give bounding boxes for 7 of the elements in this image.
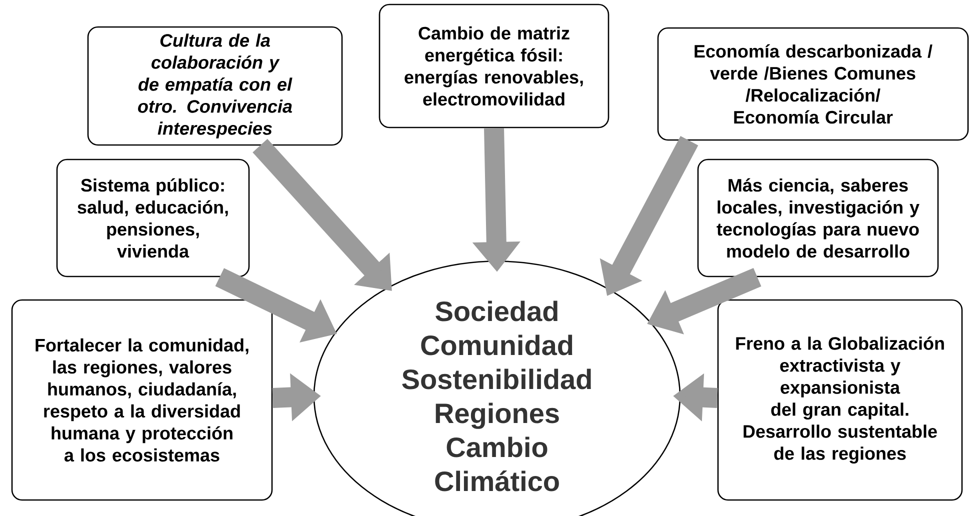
text-box: Más ciencia, saberes locales, investigación y tecnologías para nuevo modelo de desarrollo [697, 158, 939, 278]
text-box: Cambio de matriz energética fósil: energías renovables, electromovilidad [378, 4, 610, 128]
text-box: Sistema público: salud, educación, pensiones, vivienda [56, 158, 250, 278]
text-box: Cultura de la colaboración y de empatía con el otro. Convivencia interespecies [87, 26, 343, 146]
text-box: Fortalecer la comunidad, las regiones, valores humanos, ciudadanía, respeto a la diversidad humana y protección a los ecosistemas [11, 299, 273, 501]
text-box: Freno a la Globalización extractivista y expansionista del gran capital. Desarrollo sustentable de las regiones [717, 299, 963, 501]
text-box: Economía descarbonizada / verde /Bienes Comunes /Relocalización/ Economía Circular [657, 27, 969, 141]
